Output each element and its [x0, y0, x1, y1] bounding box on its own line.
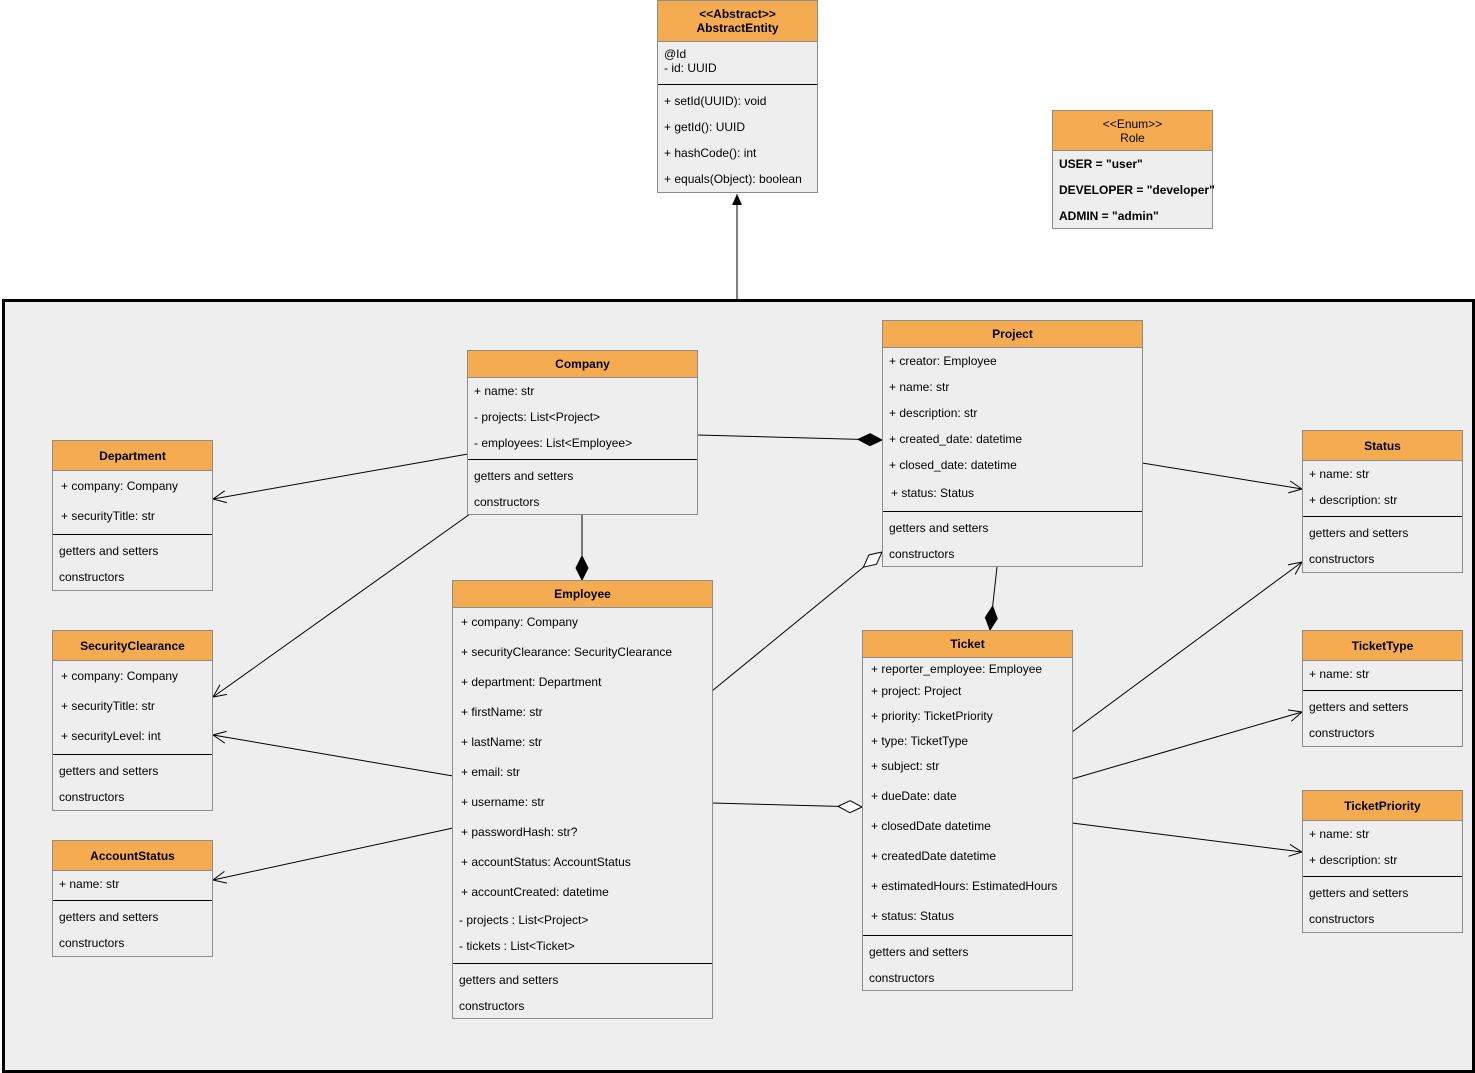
class-attribute: + description: str — [1309, 853, 1398, 867]
class-attribute: - tickets : List<Ticket> — [459, 939, 575, 953]
class-account-status[interactable]: AccountStatus + name: str getters and se… — [52, 840, 213, 957]
class-method: constructors — [1309, 726, 1375, 740]
class-attribute: - projects: List<Project> — [474, 410, 601, 424]
class-attribute: + dueDate: date — [871, 789, 957, 803]
enum-role[interactable]: <<Enum>> Role USER = "user" DEVELOPER = … — [1052, 110, 1215, 229]
class-name: TicketType — [1351, 638, 1414, 653]
class-method: constructors — [869, 971, 935, 985]
class-method: constructors — [1309, 552, 1375, 566]
class-name: Project — [992, 327, 1033, 341]
class-name: AbstractEntity — [696, 21, 779, 35]
class-attribute: + company: Company — [61, 669, 179, 683]
class-attribute: + name: str — [1309, 827, 1370, 841]
class-method: constructors — [889, 547, 955, 561]
class-attribute: @Id — [664, 47, 687, 61]
class-method: constructors — [59, 790, 125, 804]
class-attribute: + lastName: str — [461, 735, 543, 749]
class-attribute: + company: Company — [461, 615, 579, 629]
class-attribute: + estimatedHours: EstimatedHours — [871, 879, 1058, 893]
class-method: getters and setters — [474, 469, 574, 483]
class-attribute: - projects : List<Project> — [459, 913, 589, 927]
class-attribute: + createdDate datetime — [871, 849, 997, 863]
class-attribute: - employees: List<Employee> — [474, 436, 633, 450]
class-attribute: + subject: str — [871, 759, 940, 773]
class-method: getters and setters — [1309, 886, 1409, 900]
class-attribute: + name: str — [474, 384, 535, 398]
class-attribute: + closed_date: datetime — [889, 458, 1017, 472]
class-method: getters and setters — [59, 910, 159, 924]
class-attribute: + securityLevel: int — [61, 729, 161, 743]
class-name: Employee — [554, 587, 611, 601]
class-method: constructors — [59, 936, 125, 950]
class-abstract-entity[interactable]: <<Abstract>> AbstractEntity @Id - id: UU… — [657, 0, 818, 193]
class-ticket[interactable]: Ticket + reporter_employee: Employee + p… — [862, 630, 1073, 991]
class-attribute: + creator: Employee — [889, 354, 997, 368]
class-attribute: + created_date: datetime — [889, 432, 1023, 446]
package-frame — [2, 299, 1475, 1073]
class-attribute: + name: str — [889, 380, 950, 394]
class-attribute: + securityTitle: str — [61, 699, 155, 713]
class-name: SecurityClearance — [80, 638, 185, 653]
class-attribute: + description: str — [1309, 493, 1398, 507]
class-attribute: + securityTitle: str — [61, 509, 155, 523]
class-stereotype: <<Enum>> — [1102, 116, 1163, 131]
class-department[interactable]: Department + company: Company + security… — [52, 440, 213, 591]
class-method: getters and setters — [59, 764, 159, 778]
class-attribute: + accountStatus: AccountStatus — [461, 855, 631, 869]
class-attribute: + name: str — [59, 877, 120, 891]
class-method: getters and setters — [1309, 526, 1409, 540]
class-method: + getId(): UUID — [664, 120, 746, 134]
enum-value: DEVELOPER = "developer" — [1059, 183, 1215, 197]
class-name: Department — [99, 448, 166, 463]
class-attribute: + type: TicketType — [871, 734, 969, 748]
class-method: getters and setters — [869, 945, 969, 959]
class-attribute: + securityClearance: SecurityClearance — [461, 645, 673, 659]
class-name: AccountStatus — [90, 848, 175, 863]
class-name: Ticket — [950, 637, 985, 651]
class-ticket-priority[interactable]: TicketPriority + name: str + description… — [1302, 790, 1463, 933]
class-method: constructors — [59, 570, 125, 584]
class-stereotype: <<Abstract>> — [699, 7, 776, 21]
class-attribute: + priority: TicketPriority — [871, 709, 993, 723]
class-attribute: + description: str — [889, 406, 978, 420]
class-attribute: + name: str — [1309, 467, 1370, 481]
class-method: getters and setters — [889, 521, 989, 535]
class-attribute: + project: Project — [871, 684, 962, 698]
class-project[interactable]: Project + creator: Employee + name: str … — [882, 320, 1143, 567]
class-ticket-type[interactable]: TicketType + name: str getters and sette… — [1302, 630, 1463, 747]
class-method: getters and setters — [59, 544, 159, 558]
class-attribute: + email: str — [461, 765, 521, 779]
class-method: + hashCode(): int — [664, 146, 757, 160]
class-method: getters and setters — [1309, 700, 1409, 714]
class-method: + setId(UUID): void — [664, 94, 767, 108]
class-attribute: + company: Company — [61, 479, 179, 493]
class-name: Status — [1364, 438, 1401, 453]
enum-value: ADMIN = "admin" — [1059, 209, 1159, 223]
class-attribute: + department: Department — [461, 675, 602, 689]
class-method: + equals(Object): boolean — [664, 172, 802, 186]
enum-value: USER = "user" — [1059, 157, 1143, 171]
class-company[interactable]: Company + name: str - projects: List<Pro… — [467, 350, 698, 515]
class-attribute: + passwordHash: str? — [461, 825, 578, 839]
class-method: constructors — [1309, 912, 1375, 926]
class-attribute: + reporter_employee: Employee — [871, 662, 1043, 676]
class-attribute: + name: str — [1309, 667, 1370, 681]
class-name: Role — [1120, 130, 1145, 145]
class-name: TicketPriority — [1344, 798, 1421, 813]
class-attribute: + status: Status — [891, 486, 975, 500]
class-attribute: + firstName: str — [461, 705, 543, 719]
class-attribute: + username: str — [461, 795, 545, 809]
class-security-clearance[interactable]: SecurityClearance + company: Company + s… — [52, 630, 213, 811]
class-employee[interactable]: Employee + company: Company + securityCl… — [452, 580, 713, 1019]
class-status[interactable]: Status + name: str + description: str ge… — [1302, 430, 1463, 573]
class-attribute: + status: Status — [871, 909, 955, 923]
class-attribute: + closedDate datetime — [871, 819, 991, 833]
class-method: getters and setters — [459, 973, 559, 987]
class-attribute: - id: UUID — [664, 61, 717, 75]
class-name: Company — [555, 357, 610, 371]
class-attribute: + accountCreated: datetime — [461, 885, 609, 899]
class-method: constructors — [474, 495, 540, 509]
class-method: constructors — [459, 999, 525, 1013]
